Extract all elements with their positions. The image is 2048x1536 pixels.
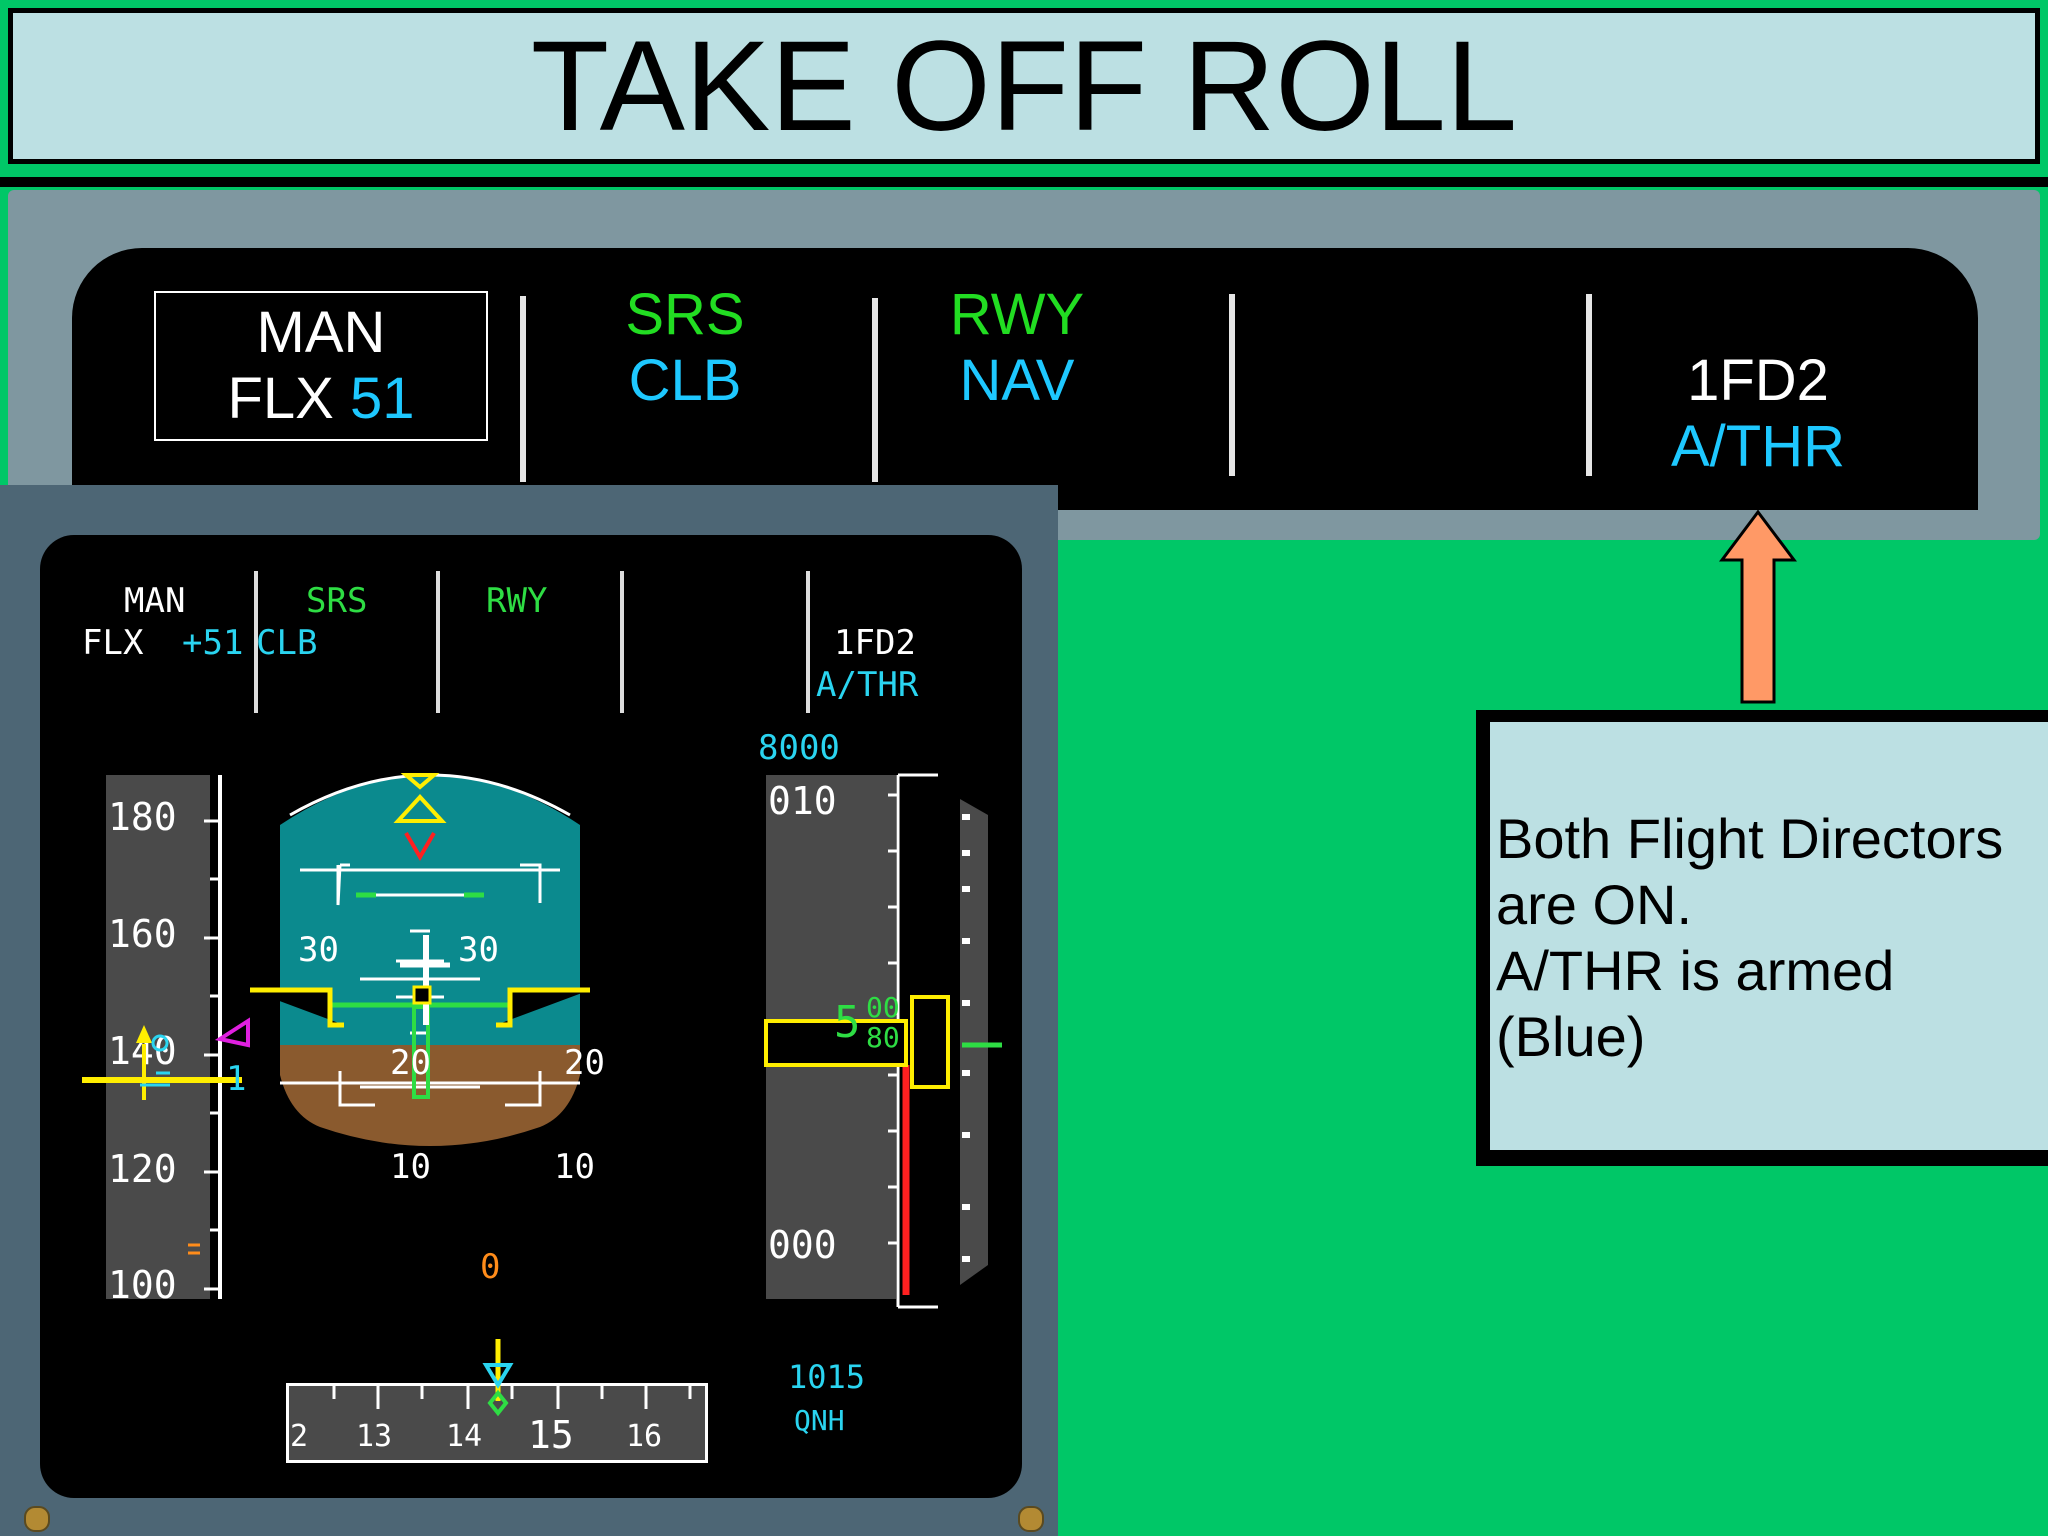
- screw-icon: [24, 1506, 50, 1532]
- pitch-label-right: 10: [554, 1147, 595, 1187]
- altitude-drum-bottom: 80: [866, 1021, 900, 1054]
- speed-trend-value: 1: [226, 1059, 247, 1099]
- fma-flex-line: FLX 51: [154, 366, 488, 432]
- heading-tick-label: 13: [356, 1419, 393, 1454]
- heading-tick-label: 16: [626, 1419, 663, 1454]
- ground-heading-digit: 0: [480, 1247, 501, 1287]
- pitch-label-left: 10: [390, 1147, 431, 1187]
- fma-separator: [1586, 294, 1592, 476]
- speed-tick-label: 180: [108, 795, 177, 839]
- pfd-screen: MAN FLX +51 CLB SRS RWY 1FD2 A/THR 180 1…: [40, 535, 1022, 1498]
- altitude-tape-marks: [764, 773, 1002, 1309]
- altitude-drum-top: 00: [866, 991, 900, 1024]
- pointer-arrow-icon: [1719, 510, 1797, 704]
- altitude-bottom-label: 000: [768, 1223, 837, 1267]
- pfd-fma-athr: A/THR: [816, 665, 919, 705]
- pitch-label-right: 20: [564, 1043, 605, 1083]
- fma-thrust-mode: MAN: [256, 300, 386, 365]
- pfd-fma-flx-temp: +51: [182, 623, 244, 663]
- pitch-label-left: 20: [390, 1043, 431, 1083]
- altitude-top-label: 010: [768, 779, 837, 823]
- fma-flex-label: FLX: [227, 366, 334, 431]
- fma-separator: [872, 298, 878, 482]
- pfd-fma-man: MAN: [124, 581, 186, 621]
- altitude-digit: 5: [834, 997, 861, 1048]
- pitch-label-right: 30: [458, 930, 499, 970]
- fma-autothrust: A/THR: [1671, 414, 1845, 479]
- title-banner: TAKE OFF ROLL: [8, 8, 2040, 164]
- page-title: TAKE OFF ROLL: [530, 15, 1518, 158]
- pfd-fma-separator: [254, 571, 258, 713]
- pfd-fma-rwy: RWY: [486, 581, 548, 621]
- pfd-fma-separator: [806, 571, 810, 713]
- altitude-target: 8000: [758, 728, 840, 768]
- title-divider: [0, 177, 2048, 187]
- callout-panel: [1490, 722, 2048, 1150]
- baro-label: QNH: [794, 1404, 845, 1437]
- fma-vertical-armed: CLB: [628, 348, 742, 413]
- thrust-mode-box: [154, 291, 488, 441]
- fma-vertical-active: SRS: [625, 282, 745, 347]
- pfd-fma-separator: [620, 571, 624, 713]
- speed-tick-label: 100: [108, 1265, 177, 1299]
- speed-tick-label: 120: [108, 1147, 177, 1191]
- callout-text: Both Flight Directors are ON. A/THR is a…: [1496, 807, 2004, 1068]
- fma-flex-temp: 51: [349, 366, 415, 431]
- pfd-fma-fd: 1FD2: [834, 623, 916, 663]
- speed-tick-label: 160: [108, 912, 177, 956]
- speed-reference-line: [82, 1077, 242, 1083]
- speed-tape-marks: [136, 819, 250, 1291]
- fma-lateral-active: RWY: [949, 282, 1085, 347]
- baro-value: 1015: [788, 1358, 866, 1396]
- fma-lateral-armed: NAV: [959, 348, 1075, 413]
- pitch-label-left: 30: [298, 930, 339, 970]
- screw-icon: [1018, 1506, 1044, 1532]
- fma-flight-directors: 1FD2: [1687, 348, 1829, 413]
- pfd-fma-flx: FLX: [82, 623, 144, 663]
- heading-scale-marks: [332, 1339, 692, 1417]
- heading-tick-label: 15: [528, 1413, 574, 1457]
- heading-tick-label: 14: [446, 1419, 483, 1454]
- attitude-indicator: [250, 773, 590, 1146]
- pfd-fma-clb: CLB: [256, 623, 318, 663]
- fma-separator: [520, 296, 526, 482]
- heading-tick-label: 2: [290, 1419, 309, 1454]
- pfd-fma-separator: [436, 571, 440, 713]
- pfd-fma-srs: SRS: [306, 581, 368, 621]
- fma-separator: [1229, 294, 1235, 476]
